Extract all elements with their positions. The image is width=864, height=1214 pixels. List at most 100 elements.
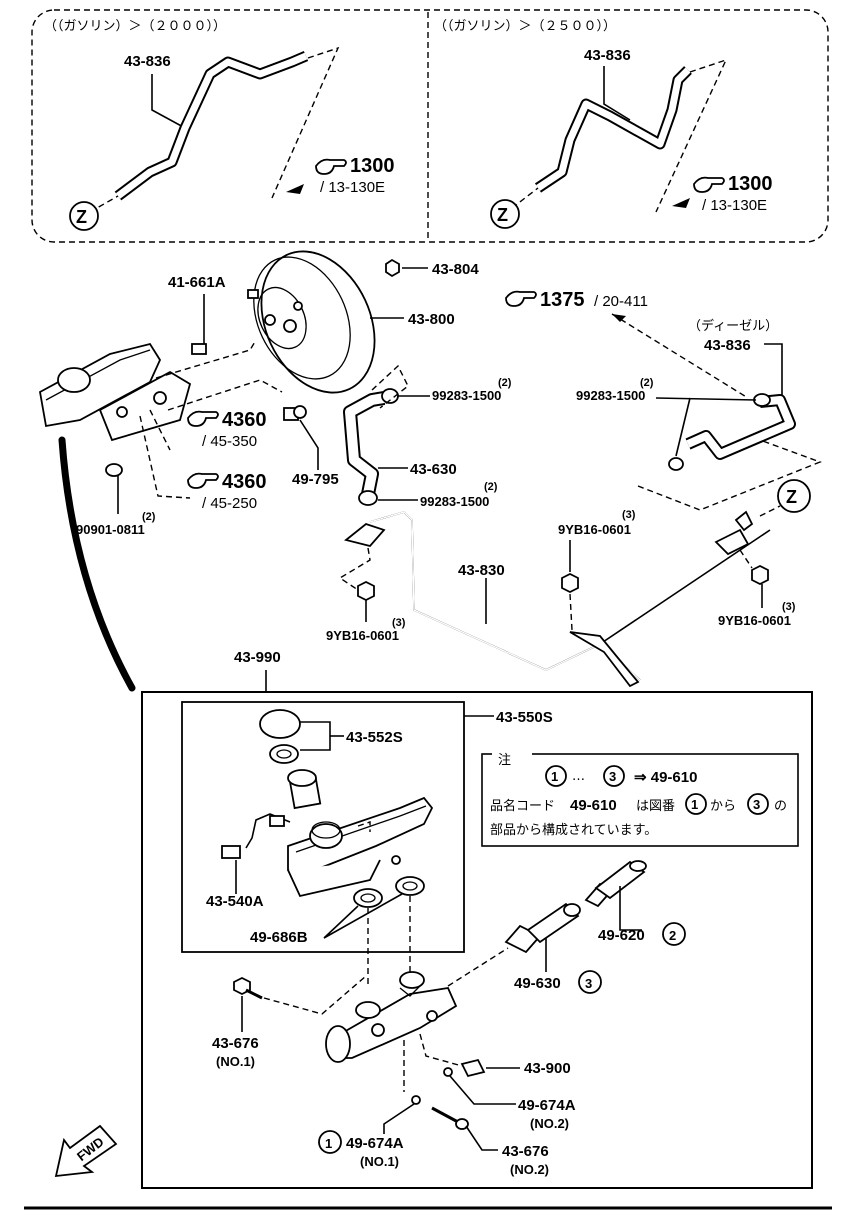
note-line2-circ2: 3 — [753, 797, 760, 812]
bolt-43-676-no1 — [233, 976, 263, 1000]
clamp-99283-1500 — [753, 393, 771, 407]
qty-3b: (3) — [622, 509, 636, 521]
label-41-661A: 41-661A — [168, 274, 226, 291]
no1-a: (NO.1) — [216, 1054, 255, 1069]
label-43-630: 43-630 — [410, 461, 457, 478]
inset-right-ref-num: 1300 — [728, 173, 773, 195]
inset-left-connector: Z — [76, 207, 87, 227]
brake-booster — [260, 250, 376, 394]
bolt-41-661A — [191, 343, 207, 355]
ref-1375-page: / 20-411 — [594, 293, 648, 310]
qty-2a: (2) — [640, 377, 654, 389]
primary-piston-49-630 — [504, 902, 581, 954]
label-43-540A: 43-540A — [206, 893, 264, 910]
secondary-piston-49-620 — [584, 860, 647, 908]
label-diesel: （ディーゼル） — [688, 318, 778, 334]
reservoir-tank — [287, 796, 434, 898]
note-arrow-part: ⇒ 49-610 — [634, 769, 697, 786]
note-line2-d: から — [710, 799, 736, 814]
inset-right-leader — [603, 66, 631, 121]
inset-left-ref-page: / 13-130E — [320, 179, 385, 196]
hose-43-836-diesel — [685, 394, 796, 460]
label-49-630-circ: 3 — [585, 976, 592, 991]
connector-z-icon — [777, 479, 811, 513]
master-cylinder-frame — [141, 691, 813, 1189]
label-49-674A-b: 49-674A — [346, 1135, 404, 1152]
note-dots: … — [572, 769, 585, 784]
hand-pointer-icon — [505, 290, 537, 307]
nut-9YB16-0601 — [561, 572, 579, 594]
inset-left-part-label: 43-836 — [124, 53, 171, 70]
label-49-620-circ: 2 — [669, 928, 676, 943]
label-90901-0811: 90901-0811 — [76, 522, 145, 537]
pipe-43-830 — [344, 510, 771, 688]
note-line2-c: は図番 — [636, 799, 675, 814]
inset-left-dashed-guide — [271, 46, 340, 199]
no2-a: (NO.2) — [530, 1116, 569, 1131]
inset-right-connector: Z — [497, 205, 508, 225]
o-ring-49-674A-no2 — [443, 1067, 453, 1077]
grommet-49-686B — [353, 888, 383, 908]
note-line2-e: の — [774, 799, 787, 814]
strainer — [287, 769, 322, 810]
nut-90901-0811 — [105, 463, 123, 477]
label-9YB16-0601-a: 9YB16-0601 — [326, 628, 399, 643]
qty-2d: (2) — [142, 511, 156, 523]
inset-right-part-label: 43-836 — [584, 47, 631, 64]
label-99283-1500-b: 99283-1500 — [432, 388, 501, 403]
reservoir-assembly — [39, 342, 192, 442]
label-49-686B: 49-686B — [250, 929, 308, 946]
label-9YB16-0601-c: 9YB16-0601 — [718, 613, 791, 628]
note-circ-b: 3 — [609, 769, 616, 784]
level-sensor-43-540A — [221, 813, 291, 859]
label-43-804: 43-804 — [432, 261, 479, 278]
note-circ-a: 1 — [551, 769, 558, 784]
note-line2-b: 49-610 — [570, 797, 617, 814]
label-49-674A-b-circ: 1 — [325, 1136, 332, 1151]
qty-3a: (3) — [392, 617, 406, 629]
label-43-830: 43-830 — [458, 562, 505, 579]
inset-right-title: （（ガソリン）＞（２５００）） — [434, 19, 616, 34]
ref-4360b-num: 4360 — [222, 471, 267, 493]
clamp-99283-1500 — [668, 457, 684, 471]
label-43-676-a: 43-676 — [212, 1035, 259, 1052]
nut-9YB16-0601 — [751, 564, 769, 586]
ref-4360a-num: 4360 — [222, 409, 267, 431]
connector-z-label: Z — [786, 487, 797, 507]
hand-pointer-icon — [187, 410, 219, 427]
hose-43-630 — [343, 391, 386, 496]
label-43-836-diesel: 43-836 — [704, 337, 751, 354]
qty-2c: (2) — [484, 481, 498, 493]
grommet-49-686B — [395, 876, 425, 896]
callout-curve — [58, 436, 136, 692]
qty-2b: (2) — [498, 377, 512, 389]
clamp-99283-1500 — [358, 490, 378, 506]
inset-frame — [31, 9, 829, 243]
label-43-900: 43-900 — [524, 1060, 571, 1077]
note-line3: 部品から構成されています。 — [490, 823, 657, 838]
connector-z-icon — [69, 201, 99, 231]
note-line2-a: 品名コード — [490, 798, 555, 814]
top-inset: （（ガソリン）＞（２０００）） 43-836 Z 1300 / 13-130E … — [31, 9, 829, 243]
arrow-icon — [672, 198, 690, 208]
label-99283-1500-a: 99283-1500 — [576, 388, 645, 403]
reservoir-cap — [259, 709, 301, 739]
label-49-620: 49-620 — [598, 927, 645, 944]
label-43-676-b: 43-676 — [502, 1143, 549, 1160]
reservoir-cap — [57, 367, 91, 393]
label-9YB16-0601-b: 9YB16-0601 — [558, 522, 631, 537]
qty-3c: (3) — [782, 601, 796, 613]
inset-left-hose — [114, 50, 309, 201]
ref-4360a-page: / 45-350 — [202, 433, 257, 450]
master-cylinder-body — [325, 971, 458, 1063]
label-43-550S: 43-550S — [496, 709, 553, 726]
label-99283-1500-c: 99283-1500 — [420, 494, 489, 509]
inset-right-dashed-guide — [655, 58, 728, 213]
inset-left-leader — [151, 74, 186, 129]
label-43-990: 43-990 — [234, 649, 281, 666]
hand-pointer-icon — [315, 158, 347, 175]
arrow-icon — [286, 184, 304, 194]
label-49-674A-a: 49-674A — [518, 1097, 576, 1114]
label-49-630: 49-630 — [514, 975, 561, 992]
